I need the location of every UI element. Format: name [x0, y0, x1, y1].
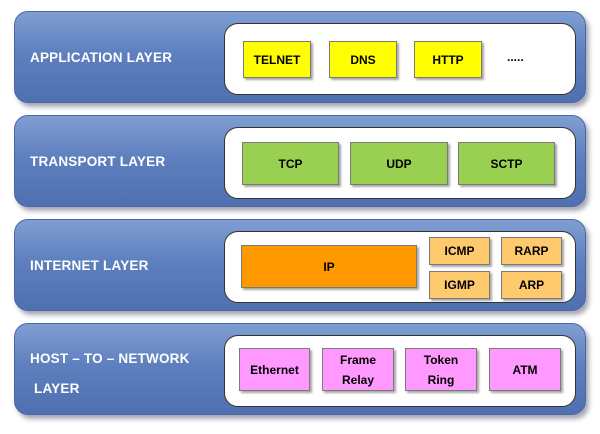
- frame-relay-label-line-2: Relay: [341, 372, 375, 387]
- transport-layer-title: TRANSPORT LAYER: [30, 153, 166, 169]
- token-ring-label-line-1: Token: [423, 352, 459, 367]
- host-to-network-protocol-panel: Ethernet Frame Relay Token Ring ATM: [224, 335, 576, 407]
- protocol-sctp: SCTP: [458, 142, 555, 185]
- frame-relay-label-line-1: Frame: [339, 352, 377, 367]
- host-to-network-title-line-2: LAYER: [34, 381, 80, 396]
- protocol-arp: ARP: [501, 271, 562, 299]
- transport-layer-band: TRANSPORT LAYER TCP UDP SCTP: [14, 115, 586, 207]
- more-protocols-ellipsis: .....: [507, 50, 524, 64]
- host-to-network-title-line-1: HOST – TO – NETWORK: [30, 351, 190, 366]
- atm-label: ATM: [512, 362, 538, 377]
- internet-layer-band: INTERNET LAYER IP ICMP RARP IGMP ARP: [14, 219, 586, 311]
- protocol-rarp: RARP: [501, 237, 562, 265]
- transport-protocol-panel: TCP UDP SCTP: [224, 127, 576, 199]
- application-protocol-panel: TELNET DNS HTTP .....: [224, 23, 576, 95]
- host-to-network-layer-band: HOST – TO – NETWORK LAYER Ethernet Frame…: [14, 323, 586, 415]
- protocol-dns: DNS: [329, 41, 397, 78]
- protocol-ethernet: Ethernet: [239, 348, 310, 391]
- ethernet-label: Ethernet: [250, 362, 299, 377]
- internet-protocol-panel: IP ICMP RARP IGMP ARP: [224, 231, 576, 303]
- protocol-token-ring: Token Ring: [405, 348, 477, 391]
- protocol-tcp: TCP: [242, 142, 339, 185]
- protocol-udp: UDP: [350, 142, 448, 185]
- token-ring-label-line-2: Ring: [427, 372, 455, 387]
- host-to-network-layer-title: HOST – TO – NETWORK LAYER: [30, 344, 190, 404]
- protocol-telnet: TELNET: [243, 41, 311, 78]
- protocol-frame-relay: Frame Relay: [322, 348, 394, 391]
- application-layer-title: APPLICATION LAYER: [30, 49, 173, 65]
- internet-layer-title: INTERNET LAYER: [30, 257, 149, 273]
- application-layer-band: APPLICATION LAYER TELNET DNS HTTP .....: [14, 11, 586, 103]
- protocol-atm: ATM: [489, 348, 561, 391]
- protocol-igmp: IGMP: [429, 271, 490, 299]
- protocol-ip: IP: [241, 245, 417, 288]
- protocol-icmp: ICMP: [429, 237, 490, 265]
- protocol-http: HTTP: [414, 41, 482, 78]
